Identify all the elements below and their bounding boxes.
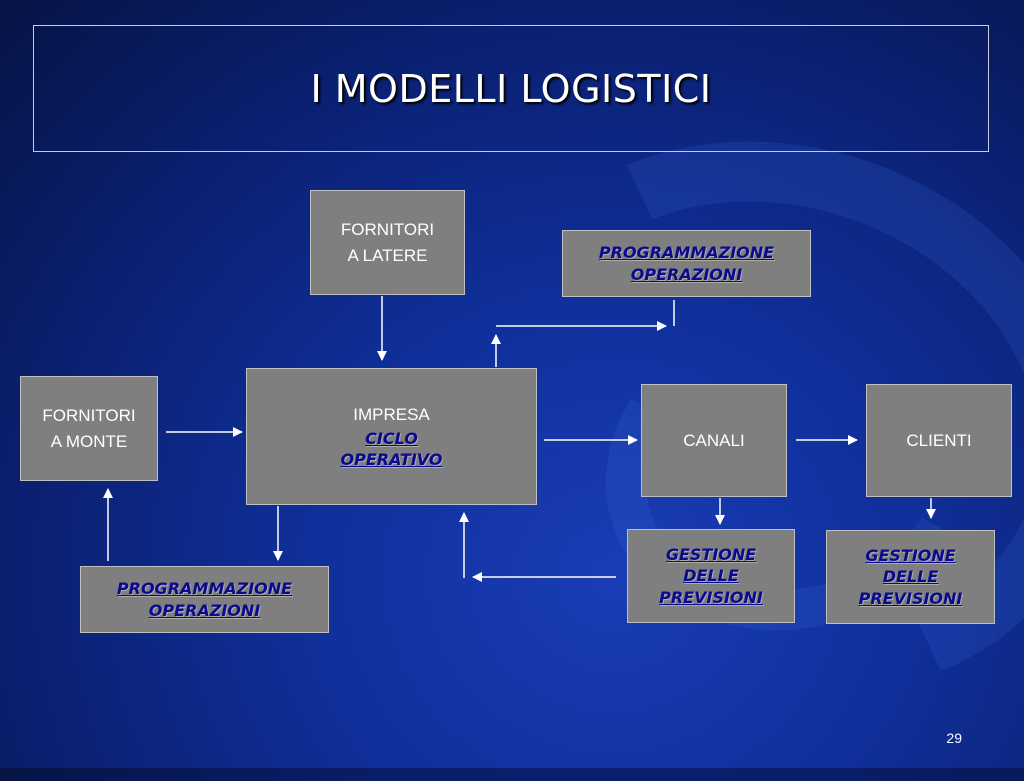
slide-title: I MODELLI LOGISTICI <box>310 66 712 111</box>
node-fornitori-a-monte-line1: FORNITORI <box>42 406 136 425</box>
link-previsioni-clienti[interactable]: PREVISIONI <box>858 588 963 608</box>
link-programmazione-top[interactable]: PROGRAMMAZIONE <box>598 242 775 262</box>
node-canali: CANALI <box>641 384 787 497</box>
title-frame: I MODELLI LOGISTICI <box>33 25 989 152</box>
node-programmazione-operazioni-top: PROGRAMMAZIONE OPERAZIONI <box>562 230 811 297</box>
node-gestione-previsioni-clienti: GESTIONE DELLE PREVISIONI <box>826 530 995 624</box>
link-previsioni-canali[interactable]: PREVISIONI <box>659 587 763 607</box>
node-clienti-label: CLIENTI <box>906 430 972 450</box>
node-gestione-previsioni-canali: GESTIONE DELLE PREVISIONI <box>627 529 795 623</box>
node-clienti: CLIENTI <box>866 384 1012 497</box>
node-impresa: IMPRESA CICLO OPERATIVO <box>246 368 537 505</box>
link-programmazione-bottom[interactable]: PROGRAMMAZIONE <box>116 578 293 598</box>
page-number: 29 <box>946 730 962 746</box>
link-gestione-clienti[interactable]: GESTIONE <box>865 545 956 565</box>
node-programmazione-operazioni-bottom: PROGRAMMAZIONE OPERAZIONI <box>80 566 329 633</box>
link-operazioni-bottom[interactable]: OPERAZIONI <box>148 600 261 620</box>
link-ciclo[interactable]: CICLO <box>365 428 418 448</box>
link-operativo[interactable]: OPERATIVO <box>340 450 443 470</box>
node-fornitori-a-latere-line1: FORNITORI <box>340 220 435 239</box>
node-fornitori-a-monte-line2: A MONTE <box>50 431 128 451</box>
link-delle-canali[interactable]: DELLE <box>683 566 739 586</box>
node-fornitori-a-latere: FORNITORI A LATERE <box>310 190 465 295</box>
node-canali-label: CANALI <box>683 430 745 450</box>
node-impresa-label: IMPRESA <box>353 405 430 425</box>
link-operazioni-top[interactable]: OPERAZIONI <box>630 264 743 284</box>
link-gestione-canali[interactable]: GESTIONE <box>665 544 757 564</box>
node-fornitori-a-monte: FORNITORI A MONTE <box>20 376 158 481</box>
node-fornitori-a-latere-line2: A LATERE <box>347 245 428 265</box>
link-delle-clienti[interactable]: DELLE <box>882 567 939 587</box>
